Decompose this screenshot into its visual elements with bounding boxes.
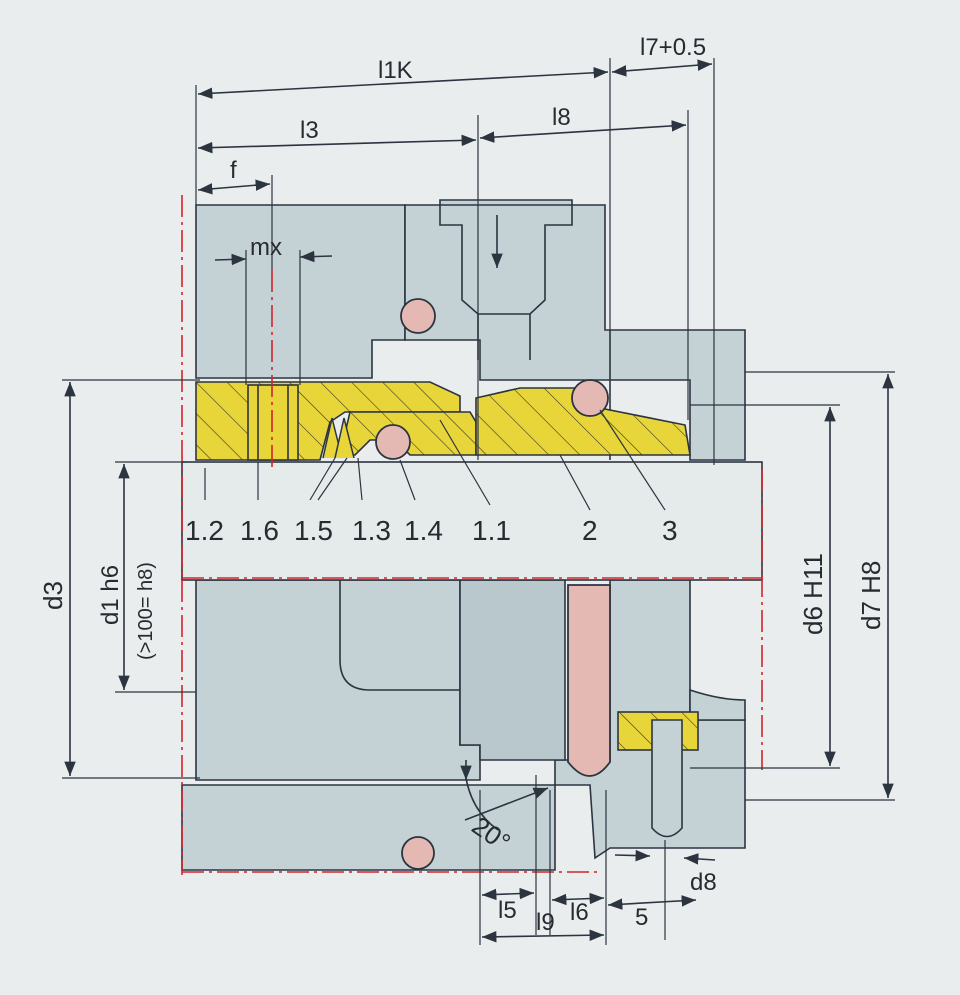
dimension-labels: l1K l7+0.5 l3 l8 f mx d3 d1 h6 (>100= h8… bbox=[38, 34, 886, 936]
o-ring-3 bbox=[571, 379, 609, 417]
o-ring-1-4 bbox=[375, 424, 411, 460]
dim-d1-note: (>100= h8) bbox=[135, 562, 157, 660]
dim-d1: d1 h6 bbox=[97, 565, 124, 625]
dim-l8: l8 bbox=[552, 104, 571, 131]
dim-mx: mx bbox=[250, 234, 282, 261]
part-label: 1.4 bbox=[404, 515, 443, 546]
dim-d7: d7 H8 bbox=[856, 561, 886, 630]
o-ring-lower-section bbox=[567, 584, 611, 777]
pin-holder-lower bbox=[617, 711, 699, 838]
dim-five: 5 bbox=[635, 904, 648, 931]
dim-l5: l5 bbox=[498, 897, 517, 924]
center-lines bbox=[181, 195, 763, 875]
dim-f: f bbox=[230, 157, 237, 184]
dim-l6: l6 bbox=[570, 899, 589, 926]
dim-d6: d6 H11 bbox=[798, 553, 828, 635]
part-label: 1.2 bbox=[185, 515, 224, 546]
dim-l1k: l1K bbox=[378, 57, 413, 84]
part-label: 3 bbox=[662, 515, 678, 546]
part-label: 2 bbox=[582, 515, 598, 546]
o-ring-bottom bbox=[401, 836, 435, 870]
part-labels: 1.2 1.6 1.5 1.3 1.4 1.1 2 3 bbox=[185, 515, 678, 546]
dim-l7: l7+0.5 bbox=[640, 34, 706, 61]
dim-d8: d8 bbox=[690, 869, 717, 896]
o-ring-top bbox=[400, 298, 436, 334]
dim-d3: d3 bbox=[38, 581, 68, 610]
shaft bbox=[181, 461, 763, 581]
dimension-lines bbox=[62, 58, 895, 945]
dim-l9: l9 bbox=[536, 909, 555, 936]
part-label: 1.1 bbox=[472, 515, 511, 546]
o-rings bbox=[375, 298, 611, 870]
part-label: 1.5 bbox=[294, 515, 333, 546]
part-label: 1.3 bbox=[352, 515, 391, 546]
rotating-seal-assembly bbox=[195, 381, 691, 461]
part-label: 1.6 bbox=[240, 515, 279, 546]
dim-l3: l3 bbox=[300, 117, 319, 144]
